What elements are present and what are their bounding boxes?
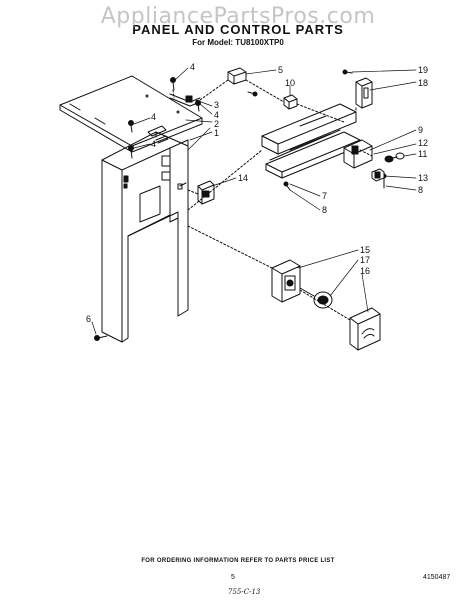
callout-13: 13 (418, 173, 428, 183)
callout-5: 5 (278, 65, 283, 75)
plate-16 (349, 307, 381, 351)
bracket-lever (147, 93, 201, 144)
screw-6 (94, 335, 108, 341)
bracket-18 (355, 77, 373, 109)
screw-4b (128, 120, 134, 133)
leader-lines (91, 67, 417, 335)
callout-9: 9 (418, 125, 423, 135)
page-number: 5 (231, 574, 235, 581)
explode-lines (172, 79, 373, 321)
callout-1: 1 (214, 128, 219, 138)
callout-18: 18 (418, 78, 428, 88)
callout-4c: 4 (151, 112, 156, 122)
callout-16: 16 (360, 266, 370, 276)
ordering-note: FOR ORDERING INFORMATION REFER TO PARTS … (141, 558, 335, 564)
document-part-number: 4150487 (423, 574, 451, 581)
top-panel (59, 75, 203, 153)
switch-module-9 (343, 139, 373, 169)
callout-4d: 4 (151, 139, 156, 149)
callout-2: 2 (214, 119, 219, 129)
callout-8a: 8 (418, 185, 423, 195)
handwritten-note: 755-C-13 (228, 588, 261, 596)
callout-15: 15 (360, 245, 370, 255)
callout-12: 12 (418, 138, 428, 148)
callout-17: 17 (360, 255, 370, 265)
screw-8b (283, 181, 291, 191)
bracket-14 (197, 180, 215, 205)
screw-4c (128, 145, 134, 159)
knob-11 (384, 152, 405, 163)
screws (94, 69, 387, 341)
timer-15 (271, 259, 301, 303)
rail-7 (261, 103, 361, 179)
callout-7: 7 (322, 191, 327, 201)
switch-5 (227, 67, 258, 97)
knob-10 (283, 94, 298, 110)
dial-17 (299, 287, 333, 309)
screw-4a (170, 77, 176, 91)
control-panel-frame (101, 131, 189, 343)
callout-19: 19 (418, 65, 428, 75)
callout-4a: 4 (190, 62, 195, 72)
callout-14: 14 (238, 173, 248, 183)
callout-10: 10 (285, 78, 295, 88)
screw-19 (342, 69, 353, 75)
page-title: PANEL AND CONTROL PARTS (132, 22, 344, 37)
callout-3: 3 (214, 100, 219, 110)
callout-8b: 8 (322, 205, 327, 215)
callout-11: 11 (418, 149, 427, 159)
knob-13 (371, 168, 385, 182)
model-subtitle: For Model: TU8100XTP0 (192, 38, 284, 47)
watermark: AppliancePartsPros.com (100, 4, 376, 29)
callout-4b: 4 (214, 110, 219, 120)
callout-6: 6 (86, 314, 91, 324)
